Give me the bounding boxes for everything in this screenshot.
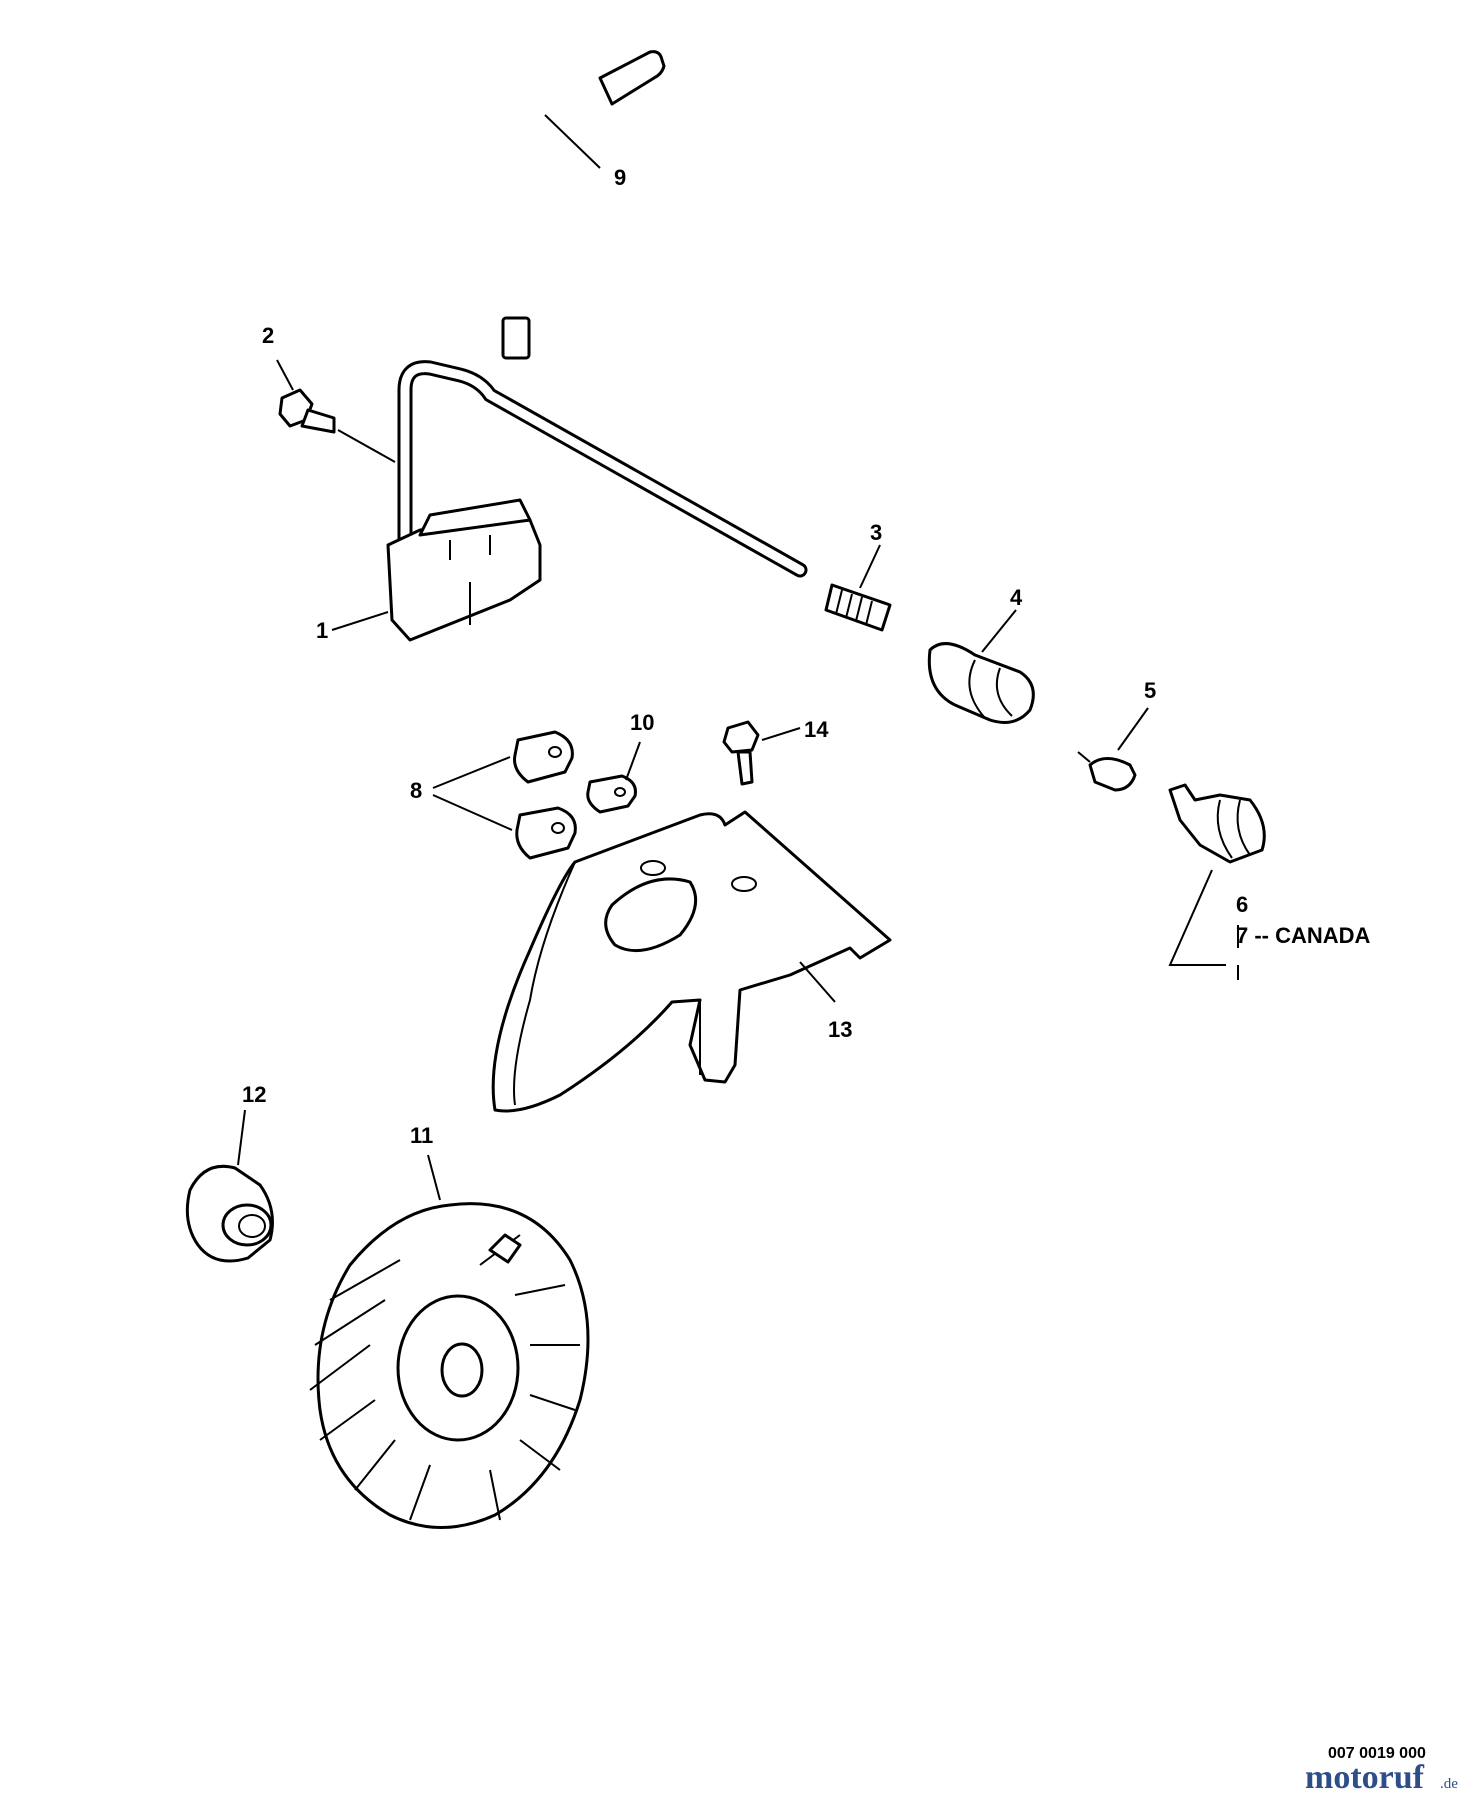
callout-1: 1 <box>316 618 328 643</box>
callout-3: 3 <box>870 520 882 545</box>
watermark-logo: motoruf .de <box>1305 1759 1458 1796</box>
leader-lines <box>237 114 1239 1201</box>
part-1-ignition-coil <box>386 360 808 642</box>
part-2-bolt <box>278 388 336 434</box>
callout-8: 8 <box>410 778 422 803</box>
part-8-grommet-top <box>513 730 574 784</box>
part-14-screw <box>722 720 760 786</box>
callout-10: 10 <box>630 710 654 735</box>
callout-5: 5 <box>1144 678 1156 703</box>
part-3-spring <box>824 583 892 632</box>
callout-13: 13 <box>828 1017 852 1042</box>
part-8-grommet-bottom <box>515 806 577 860</box>
part-13-cover <box>491 810 892 1113</box>
part-5-spring <box>1077 751 1137 792</box>
callout-labels: 9 2 1 3 4 5 6 7 -- CANADA 10 14 8 13 12 … <box>242 165 1371 1148</box>
part-12-hub <box>185 1164 274 1263</box>
callout-14: 14 <box>804 717 829 742</box>
svg-text:motoruf: motoruf <box>1305 1759 1425 1796</box>
callout-7: 7 -- CANADA <box>1236 923 1371 948</box>
callout-6: 6 <box>1236 892 1248 917</box>
part-4-plug-cap <box>927 642 1035 724</box>
callout-4: 4 <box>1010 585 1023 610</box>
callout-11: 11 <box>410 1123 433 1148</box>
callout-2: 2 <box>262 323 274 348</box>
part-11-flywheel <box>309 1202 590 1529</box>
svg-text:.de: .de <box>1440 1776 1458 1792</box>
callout-12: 12 <box>242 1082 266 1107</box>
figure-code: 007 0019 000 <box>1328 1745 1426 1762</box>
part-6-spark-plug <box>1168 783 1266 864</box>
part-9-wire <box>501 50 666 360</box>
part-10-grommet <box>586 774 637 814</box>
callout-9: 9 <box>614 165 626 190</box>
